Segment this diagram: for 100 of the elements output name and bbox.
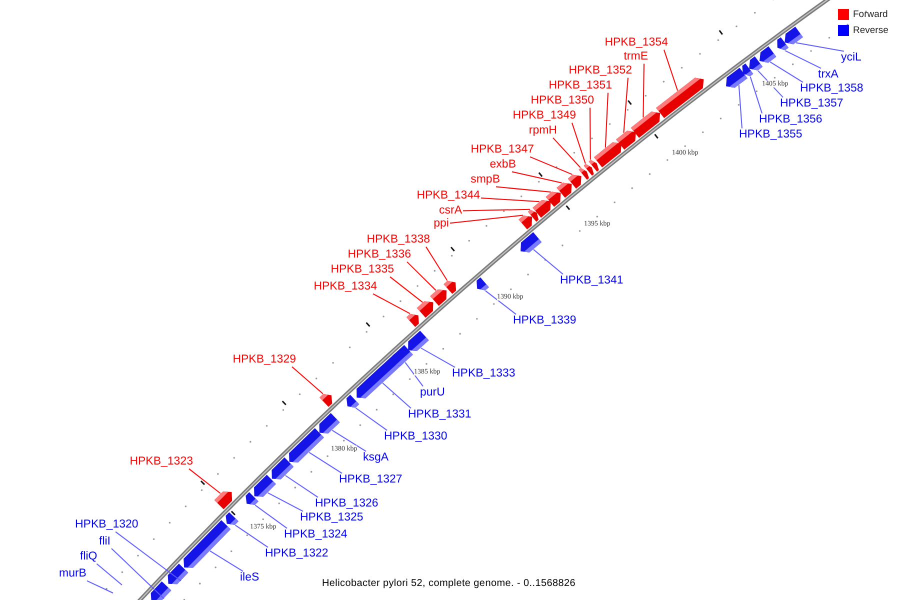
leader-line (404, 362, 424, 387)
gene-label: HPKB_1354 (604, 37, 668, 49)
leader-line (552, 137, 581, 168)
gene-block (444, 280, 456, 294)
leader-line (642, 63, 644, 118)
legend-label: Reverse (853, 26, 888, 36)
leader-line (496, 186, 552, 192)
leader-line (512, 171, 562, 184)
gene-label: ileS (240, 572, 260, 584)
leader-line (372, 293, 410, 314)
gene-label: trmE (624, 51, 648, 63)
gene-block (408, 330, 429, 351)
gene-block (630, 112, 660, 138)
gene-label: smpB (470, 174, 500, 186)
gene-label: csrA (439, 205, 462, 217)
gene-block (226, 512, 238, 525)
gene-label: HPKB_1329 (232, 354, 296, 366)
leader-line (96, 563, 122, 586)
leader-line (533, 249, 564, 275)
gene-label: HPKB_1336 (348, 249, 411, 261)
leader-line (738, 84, 742, 129)
leader-line (604, 92, 608, 148)
leader-line (750, 76, 762, 114)
leader-line (664, 49, 678, 92)
gene-label: HPKB_1323 (130, 456, 193, 468)
leader-line (390, 276, 424, 303)
gene-block (584, 164, 594, 176)
gene-block (319, 413, 340, 434)
gene-label: HPKB_1358 (800, 83, 864, 95)
gene-block (616, 130, 636, 150)
gene-block (518, 216, 532, 230)
leader-line (572, 122, 586, 164)
gene-block (520, 232, 542, 252)
gene-label: HPKB_1335 (330, 264, 394, 276)
gene-label: ppi (434, 218, 449, 230)
gene-block (588, 160, 599, 172)
gene-label: fliI (99, 536, 110, 548)
leader-line (406, 261, 436, 291)
gene-label: HPKB_1344 (416, 190, 480, 202)
leader-line (770, 61, 804, 83)
gene-label: HPKB_1357 (780, 98, 844, 110)
gene-block (406, 314, 419, 327)
gene-block (656, 78, 704, 118)
gene-label: HPKB_1355 (739, 129, 802, 141)
leader-line (332, 430, 366, 452)
leader-line (267, 492, 304, 512)
legend-label: Forward (853, 10, 888, 20)
leader-line (462, 208, 530, 212)
gene-block (594, 142, 622, 168)
gene-block (168, 564, 188, 584)
leader-line (86, 580, 114, 594)
leader-line (355, 408, 388, 431)
leader-line (308, 452, 342, 474)
gene-block (214, 492, 232, 510)
leader-line (590, 107, 591, 160)
gene-label: murB (59, 568, 86, 580)
gene-label: HPKB_1326 (315, 498, 378, 510)
leader-line (234, 524, 268, 548)
gene-block (346, 394, 360, 408)
gene-block (184, 520, 231, 568)
gene-label: fliQ (80, 551, 98, 563)
leader-line (284, 475, 318, 498)
gene-block (289, 428, 324, 462)
gene-label: HPKB_1347 (470, 144, 534, 156)
gene-label: exbB (490, 159, 516, 171)
gene-label: HPKB_1338 (366, 234, 430, 246)
gene-label: HPKB_1325 (300, 512, 364, 524)
leader-line (450, 214, 524, 224)
gene-label: HPKB_1339 (513, 315, 576, 327)
leader-line (530, 156, 573, 175)
gene-label: HPKB_1356 (759, 114, 822, 126)
leader-line (115, 531, 182, 582)
gene-label: HPKB_1351 (548, 80, 612, 92)
leader-line (382, 382, 412, 409)
leader-line (111, 548, 164, 600)
gene-label: trxA (818, 69, 838, 81)
leader-line (426, 246, 448, 281)
gene-label: HPKB_1322 (265, 548, 328, 560)
gene-label: ksgA (363, 452, 389, 464)
leader-line (210, 550, 244, 572)
gene-label: yciL (841, 52, 862, 64)
leader-line (485, 290, 516, 315)
leader-line (784, 50, 822, 69)
gene-block (392, 345, 413, 366)
leader-line (254, 504, 288, 529)
gene-label: HPKB_1327 (339, 474, 402, 486)
gene-block (150, 581, 172, 600)
gene-label: HPKB_1334 (314, 281, 377, 293)
leader-line (480, 198, 540, 202)
leader-line (292, 366, 324, 394)
gene-label: rpmH (528, 125, 557, 137)
gene-block (430, 290, 446, 306)
gene-label: HPKB_1331 (408, 409, 472, 421)
gene-block (760, 46, 776, 63)
gene-block (546, 192, 561, 207)
gene-label: HPKB_1330 (384, 431, 448, 443)
gene-block (532, 200, 551, 218)
leader-line (623, 77, 628, 134)
gene-label: HPKB_1333 (452, 368, 516, 380)
gene-label: HPKB_1324 (284, 529, 348, 541)
